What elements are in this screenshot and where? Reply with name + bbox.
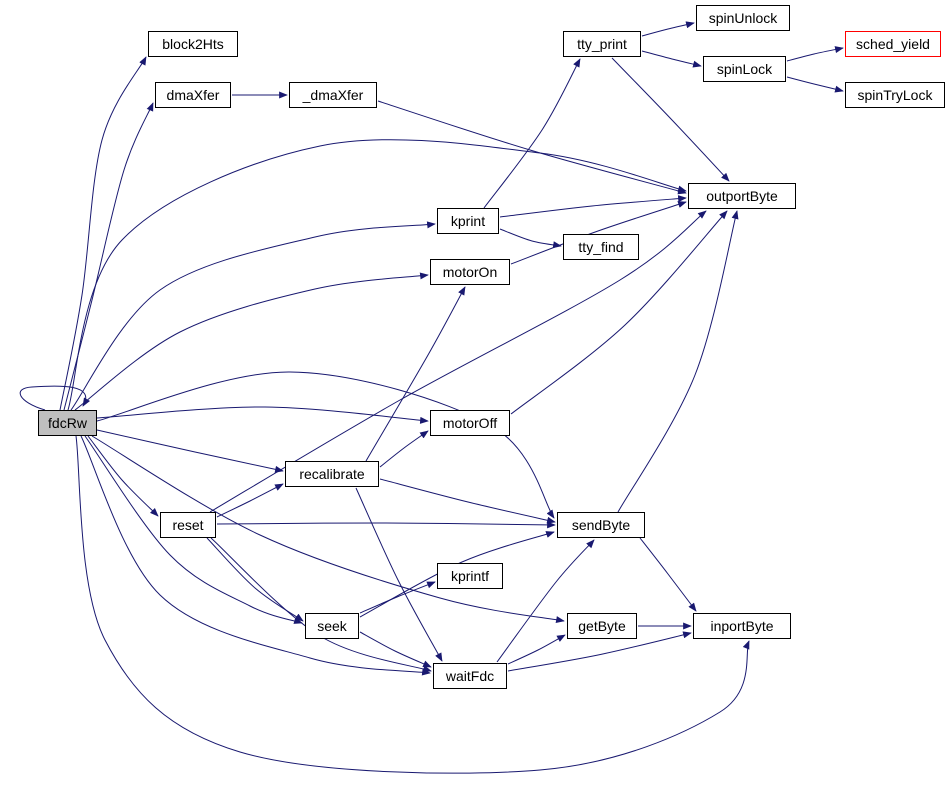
edge-fdcRw-to-sendByte (96, 371, 555, 519)
edge-recalibrate-to-waitFdc (355, 487, 443, 662)
edge-fdcRw-to-inportByte (75, 435, 750, 774)
node-reset[interactable]: reset (160, 512, 216, 538)
node-seek[interactable]: seek (305, 613, 359, 639)
node-spinTryLock[interactable]: spinTryLock (845, 82, 945, 108)
edge-tty_print-to-spinUnlock (641, 21, 695, 37)
node-outportByte[interactable]: outportByte (688, 183, 796, 209)
edge-fdcRw-to-waitFdc (80, 435, 431, 676)
edge-fdcRw-to-block2Hts (59, 56, 147, 411)
node-spinUnlock[interactable]: spinUnlock (696, 5, 790, 31)
node-tty_print[interactable]: tty_print (563, 31, 641, 57)
edge-fdcRw-to-fdcRw (19, 385, 91, 411)
edge-fdcRw-to-recalibrate (96, 429, 284, 473)
edge-reset-to-recalibrate (216, 483, 284, 518)
node-waitFdc[interactable]: waitFdc (433, 663, 507, 689)
edge-spinLock-to-sched_yield (786, 46, 844, 62)
edge-kprint-to-tty_print (483, 58, 581, 209)
node-getByte[interactable]: getByte (567, 613, 637, 639)
edge-recalibrate-to-motorOff (379, 430, 429, 468)
edge-reset-to-seek (206, 537, 304, 622)
edge-seek-to-kprintf (359, 581, 436, 614)
edge-reset-to-sendByte (216, 521, 556, 529)
node-spinLock[interactable]: spinLock (703, 56, 786, 82)
edge-sendByte-to-inportByte (639, 537, 697, 612)
edge-fdcRw-to-outportByte (67, 139, 687, 411)
edge-fdcRw-to-seek (84, 435, 303, 624)
edge-group (19, 21, 844, 774)
node-sched_yield[interactable]: sched_yield (845, 31, 941, 57)
edge-fdcRw-to-motorOff (96, 406, 429, 424)
edge-recalibrate-to-motorOn (365, 286, 466, 462)
node-dmaXfer[interactable]: dmaXfer (155, 82, 231, 108)
edge-spinLock-to-spinTryLock (786, 76, 844, 93)
node-kprint[interactable]: kprint (437, 208, 499, 234)
edge-fdcRw-to-motorOn (74, 272, 429, 411)
node-recalibrate[interactable]: recalibrate (285, 461, 379, 487)
edge-tty_print-to-outportByte (611, 57, 730, 182)
edge-motorOn-to-outportByte (510, 201, 687, 265)
node-inportByte[interactable]: inportByte (693, 613, 791, 639)
edge-sendByte-to-outportByte (617, 210, 739, 513)
node-sendByte[interactable]: sendByte (557, 512, 645, 538)
edge-waitFdc-to-sendByte (496, 539, 595, 663)
node-fdcRw: fdcRw (38, 410, 97, 436)
edge-fdcRw-to-dmaXfer (63, 102, 154, 411)
edge-kprint-to-outportByte (499, 195, 687, 218)
node-block2Hts[interactable]: block2Hts (148, 31, 238, 57)
edge-waitFdc-to-getByte (507, 634, 566, 665)
edge-kprint-to-tty_find (499, 228, 562, 249)
node-motorOff[interactable]: motorOff (430, 410, 510, 436)
edge-fdcRw-to-kprint (70, 221, 436, 411)
node-kprintf[interactable]: kprintf (437, 563, 503, 589)
node-_dmaXfer[interactable]: _dmaXfer (289, 82, 377, 108)
edge-fdcRw-to-getByte (91, 435, 565, 624)
edge-reset-to-outportByte (209, 210, 707, 513)
edge-motorOff-to-outportByte (510, 210, 728, 415)
edge-_dmaXfer-to-outportByte (377, 100, 687, 195)
node-motorOn[interactable]: motorOn (430, 259, 510, 285)
edge-seek-to-waitFdc (359, 631, 432, 668)
edge-seek-to-sendByte (359, 531, 555, 618)
edge-waitFdc-to-inportByte (507, 631, 692, 672)
edge-tty_print-to-spinLock (641, 50, 702, 68)
edge-recalibrate-to-sendByte (379, 478, 556, 524)
edge-fdcRw-to-reset (87, 435, 159, 517)
node-tty_find[interactable]: tty_find (563, 234, 639, 260)
edge-reset-to-waitFdc (210, 537, 432, 672)
